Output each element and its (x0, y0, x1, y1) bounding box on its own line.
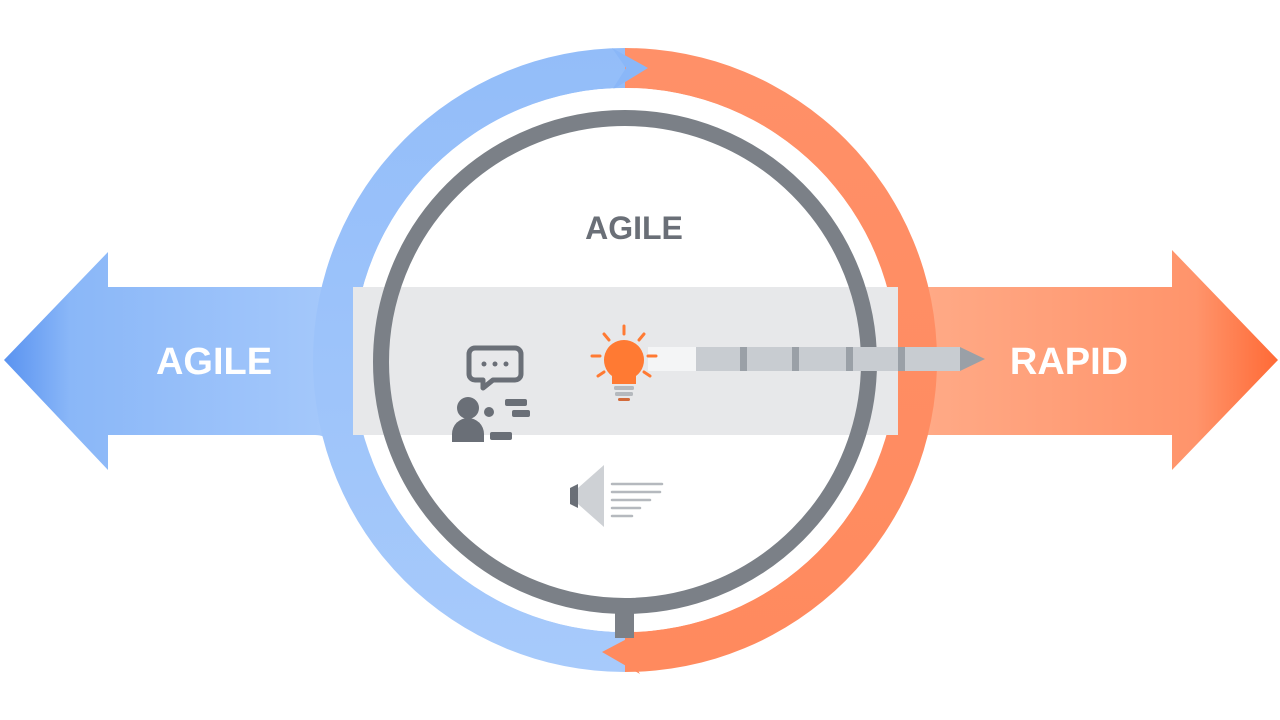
right-arrow-label: RAPID (1010, 341, 1128, 383)
right-arrow (905, 250, 1278, 470)
progress-track-icon (648, 347, 985, 371)
left-arrow (4, 252, 372, 500)
top-chevron (612, 48, 648, 90)
blue-outer-arc (313, 48, 625, 672)
lightbulb-icon (590, 324, 658, 401)
person-speaking-icon (452, 397, 530, 442)
left-arrow-label: AGILE (156, 341, 272, 383)
bottom-chevron (602, 632, 640, 674)
megaphone-icon (570, 465, 664, 527)
orange-outer-arc (625, 48, 937, 672)
ring-stem (615, 600, 634, 638)
center-title: AGILE (585, 210, 683, 246)
chat-bubble-icon (466, 345, 524, 391)
